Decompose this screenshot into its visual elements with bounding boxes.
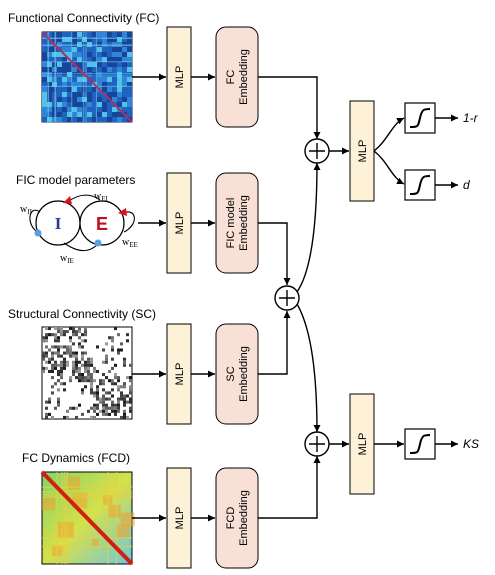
sc-mlp-box: MLP xyxy=(166,323,192,425)
bottom-sum-node xyxy=(304,431,330,457)
sigmoid-ks-activation-icon xyxy=(404,428,436,460)
top-head-to-d-activation-arrow xyxy=(373,150,405,185)
top-sum-node xyxy=(304,138,330,164)
fcd-mlp-label: MLP xyxy=(174,507,186,530)
fic-embedding-box: FIC modelEmbedding xyxy=(215,172,259,274)
fic-mlp-box: MLP xyxy=(166,172,192,274)
fc-embedding-box: FCEmbedding xyxy=(215,26,259,128)
output-1-minus-r-label: 1-r xyxy=(463,111,479,125)
synapse-ei-icon xyxy=(63,196,72,204)
weight-ee-label: wEE xyxy=(122,237,138,249)
sc-embedding-box: SCEmbedding xyxy=(215,323,259,425)
bottom-head-mlp-box: MLP xyxy=(349,393,375,495)
fic-section-title: FIC model parameters xyxy=(16,173,135,187)
weight-ii-label: wII xyxy=(20,204,33,216)
fc-embedding-to-sum-arrow xyxy=(258,76,321,139)
fcd-mlp-box: MLP xyxy=(166,467,192,569)
fic-embedding-label: FIC modelEmbedding xyxy=(225,195,250,251)
sc-section-title: Structural Connectivity (SC) xyxy=(8,307,156,321)
synapse-ie-icon xyxy=(94,239,102,247)
weight-ie-label: wIE xyxy=(60,253,74,265)
fic-model-schematic: I E wII wEI wEE wIE xyxy=(20,191,138,265)
fic-embedding-to-sum-arrow xyxy=(258,222,291,285)
output-d-label: d xyxy=(463,178,470,192)
fic-sc-sum-to-bottom-sum-arrow xyxy=(296,303,321,433)
fc-mlp-label: MLP xyxy=(174,66,186,89)
sc-embedding-to-sum-arrow xyxy=(258,311,291,375)
inhibitory-label: I xyxy=(55,214,62,233)
top-head-to-r-activation-arrow xyxy=(373,117,405,152)
fcd-embedding-label: FCDEmbedding xyxy=(225,490,250,546)
fcd-embedding-box: FCDEmbedding xyxy=(215,467,259,569)
sigmoid-r-activation-icon xyxy=(404,102,436,134)
fc-section-title: Functional Connectivity (FC) xyxy=(8,11,159,25)
sc-mlp-label: MLP xyxy=(174,363,186,386)
fic-mlp-label: MLP xyxy=(174,212,186,235)
top-head-mlp-label: MLP xyxy=(357,140,369,163)
output-ks-label: KS xyxy=(463,437,479,451)
excitatory-label: E xyxy=(96,214,108,234)
sc-matrix-image xyxy=(41,326,133,420)
sc-embedding-label: SCEmbedding xyxy=(225,346,250,402)
sigmoid-d-activation-icon xyxy=(404,169,436,201)
synapse-ee-icon xyxy=(118,208,127,216)
weight-ei-label: wEI xyxy=(94,191,109,203)
bottom-head-mlp-label: MLP xyxy=(357,433,369,456)
fc-matrix-image xyxy=(41,31,133,123)
top-head-mlp-box: MLP xyxy=(349,100,375,202)
fcd-matrix-image xyxy=(40,470,135,566)
fcd-section-title: FC Dynamics (FCD) xyxy=(22,451,130,465)
excitatory-population xyxy=(79,200,125,246)
fcd-embedding-to-sum-arrow xyxy=(258,456,321,519)
fic-sc-sum-to-top-sum-arrow xyxy=(296,162,321,293)
middle-sum-node xyxy=(274,285,300,311)
fc-mlp-box: MLP xyxy=(166,26,192,128)
synapse-ii-icon xyxy=(34,229,42,237)
fc-embedding-label: FCEmbedding xyxy=(225,49,250,105)
